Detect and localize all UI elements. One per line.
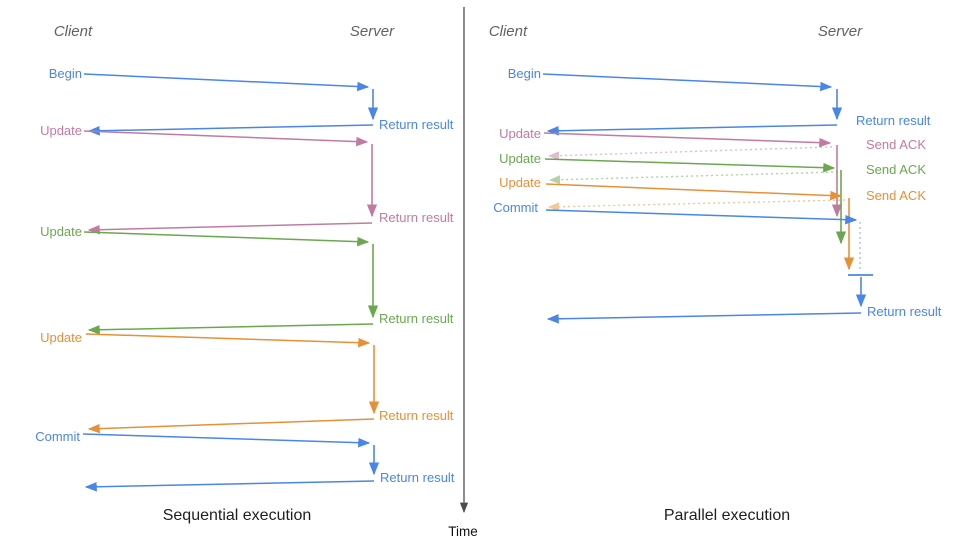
update2-request-line [83, 231, 370, 247]
update3-return-line [87, 418, 375, 434]
parallel-panel: Client Server Begin Return result Update… [489, 23, 942, 524]
update1-return-line [87, 222, 373, 235]
update1-request-line [83, 130, 369, 147]
update3-return-label: Return result [379, 408, 454, 423]
update3-request-line [545, 183, 843, 201]
update3-ack-line [547, 199, 846, 212]
update1-ack-line [547, 146, 833, 161]
begin-return-line [546, 124, 838, 136]
sequential-title: Sequential execution [163, 507, 312, 524]
server-header: Server [818, 23, 863, 40]
update3-label: Update [499, 175, 541, 190]
begin-label: Begin [508, 66, 541, 81]
update1-return-label: Return result [379, 210, 454, 225]
update3-request-line [85, 333, 371, 348]
begin-label: Begin [49, 66, 82, 81]
client-header: Client [489, 23, 528, 40]
begin-request-line [542, 73, 833, 92]
begin-return-label: Return result [379, 117, 454, 132]
final-return-label: Return result [867, 304, 942, 319]
begin-return-label: Return result [856, 113, 931, 128]
time-axis-label: Time [448, 524, 478, 539]
commit-return-label: Return result [380, 470, 455, 485]
update3-ack-label: Send ACK [866, 188, 926, 203]
parallel-title: Parallel execution [664, 507, 790, 524]
final-return-line [546, 312, 862, 324]
update2-label: Update [499, 151, 541, 166]
commit-request-line [545, 209, 858, 225]
update2-ack-label: Send ACK [866, 162, 926, 177]
update2-return-label: Return result [379, 311, 454, 326]
server-header: Server [350, 23, 395, 40]
update3-label: Update [40, 330, 82, 345]
update1-request-line [543, 132, 832, 148]
update2-label: Update [40, 224, 82, 239]
update1-label: Update [40, 123, 82, 138]
update2-return-line [87, 323, 374, 335]
begin-return-line [87, 124, 374, 136]
update1-ack-label: Send ACK [866, 137, 926, 152]
update2-ack-line [548, 171, 839, 185]
sequential-panel: Client Server Begin Return result Update… [35, 23, 455, 524]
commit-return-line [84, 480, 375, 492]
update1-label: Update [499, 126, 541, 141]
commit-label: Commit [493, 200, 538, 215]
begin-request-line [83, 73, 370, 92]
update2-request-line [544, 158, 836, 173]
commit-request-line [82, 433, 371, 448]
commit-label: Commit [35, 429, 80, 444]
client-header: Client [54, 23, 93, 40]
time-axis: Time [448, 7, 478, 539]
